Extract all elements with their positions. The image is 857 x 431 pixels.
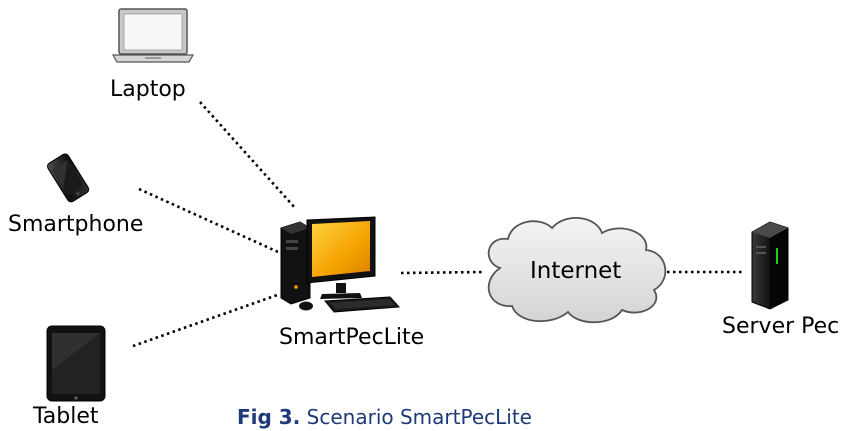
connection-lines: [132, 101, 742, 348]
smartphone-icon: [47, 153, 90, 203]
smartphone-label: Smartphone: [8, 212, 144, 237]
laptop-icon: [111, 8, 195, 63]
figure-caption-text: Scenario SmartPecLite: [306, 405, 532, 429]
link-hub-internet: [400, 270, 485, 275]
desktop-computer-icon: [280, 216, 401, 313]
cloud-icon: [487, 217, 667, 324]
link-laptop-hub: [199, 101, 297, 210]
figure-number: Fig 3.: [237, 405, 301, 429]
tablet-icon: [46, 325, 106, 402]
link-smartphone-hub: [138, 187, 288, 258]
server-tower-icon: [751, 221, 789, 310]
tablet-label: Tablet: [33, 404, 99, 429]
laptop-label: Laptop: [110, 77, 186, 102]
link-tablet-hub: [132, 292, 281, 348]
figure-caption: Fig 3. Scenario SmartPecLite: [237, 407, 532, 427]
smartpeclite-label: SmartPecLite: [279, 325, 425, 350]
internet-label: Internet: [530, 258, 622, 284]
server-pec-label: Server Pec: [722, 314, 840, 339]
